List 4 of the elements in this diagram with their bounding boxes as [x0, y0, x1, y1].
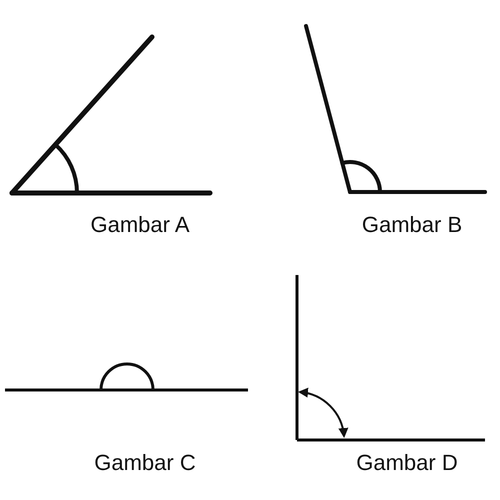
figure-caption: Gambar B — [362, 214, 462, 236]
figure-caption: Gambar D — [356, 452, 458, 474]
figure-caption: Gambar C — [94, 452, 196, 474]
figure-caption: Gambar A — [90, 214, 190, 236]
